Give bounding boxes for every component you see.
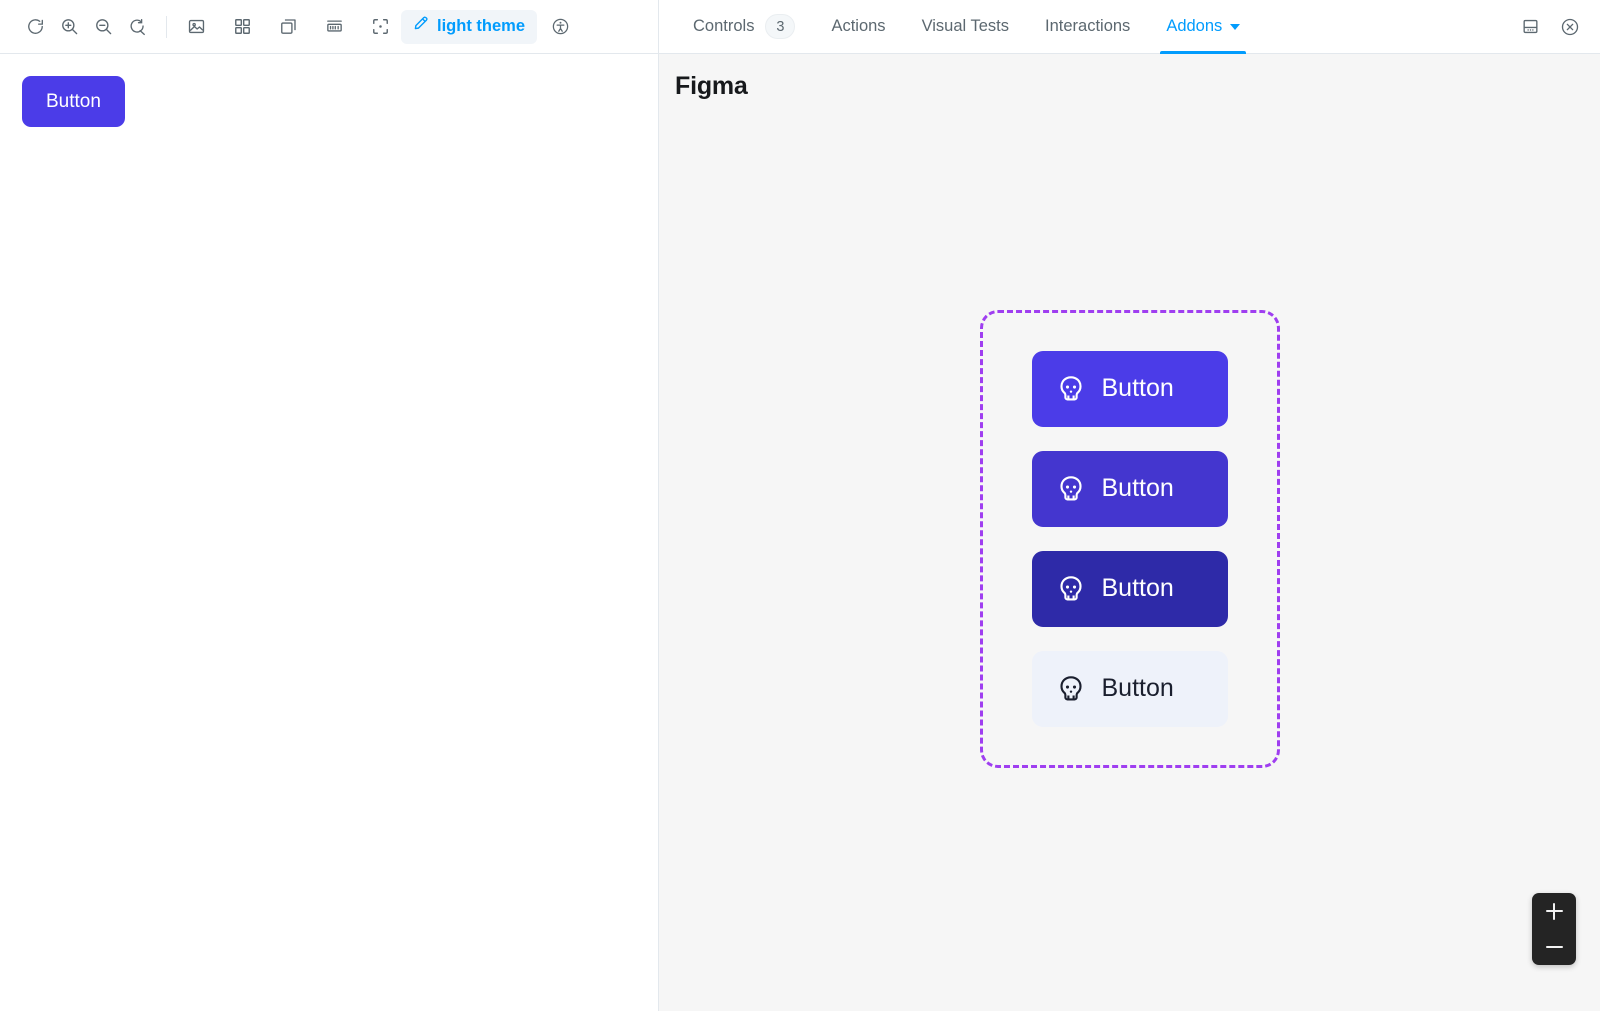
figma-frame: Button Button [979,309,1280,768]
preview-button[interactable]: Button [22,76,125,127]
story-preview: Button [0,54,659,1011]
tab-addons[interactable]: Addons [1148,0,1258,54]
tab-addons-label: Addons [1166,17,1223,36]
skull-icon [1056,574,1086,604]
main-body: Button Figma [0,54,1600,1011]
tab-interactions-label: Interactions [1045,17,1131,36]
figma-button-label: Button [1101,674,1174,702]
skull-icon [1056,374,1086,404]
tab-controls-badge: 3 [765,14,796,39]
tab-interactions[interactable]: Interactions [1027,0,1148,54]
minus-icon [1545,946,1563,948]
zoom-in-button[interactable] [1532,893,1576,929]
dock-position-icon[interactable] [1514,11,1546,43]
tab-controls[interactable]: Controls 3 [675,0,813,54]
figma-button-label: Button [1101,374,1174,402]
skull-icon [1056,474,1086,504]
focus-selection-icon[interactable] [363,10,397,44]
plus-icon [1545,902,1563,920]
grid-icon[interactable] [225,10,259,44]
figma-button-active[interactable]: Button [1031,550,1228,627]
theme-toggle-label: light theme [437,17,526,36]
figma-button-secondary[interactable]: Button [1031,650,1228,727]
tab-controls-label: Controls [693,17,755,36]
addon-tab-bar: Controls 3 Actions Visual Tests Interact… [659,0,1600,54]
copy-layers-icon[interactable] [271,10,305,44]
zoom-reset-icon[interactable] [120,10,154,44]
remount-icon[interactable] [18,10,52,44]
paintbrush-icon [411,15,429,38]
zoom-in-icon[interactable] [52,10,86,44]
top-bar: light theme Controls 3 Actions Visual Te… [0,0,1600,54]
theme-toggle-button[interactable]: light theme [401,9,538,44]
skull-icon [1056,674,1086,704]
tab-actions-label: Actions [831,17,886,36]
tab-visual-tests-label: Visual Tests [921,17,1010,36]
measure-ruler-icon[interactable] [317,10,351,44]
figma-stage: Button Button [659,54,1600,1011]
preview-toolbar: light theme [0,0,659,53]
panel-title: Figma [675,72,748,100]
figma-button-label: Button [1101,574,1174,602]
figma-button-primary[interactable]: Button [1031,350,1228,427]
zoom-controls [1532,893,1576,965]
figma-button-label: Button [1101,474,1174,502]
figma-addon-panel: Figma Button [659,54,1600,1011]
panel-actions [1514,11,1600,43]
zoom-out-button[interactable] [1532,929,1576,965]
toolbar-divider [166,15,167,38]
close-panel-icon[interactable] [1554,11,1586,43]
chevron-down-icon [1230,23,1241,30]
background-image-icon[interactable] [179,10,213,44]
figma-button-hover[interactable]: Button [1031,450,1228,527]
tab-actions[interactable]: Actions [813,0,903,54]
zoom-out-icon[interactable] [86,10,120,44]
accessibility-icon[interactable] [543,10,577,44]
tab-visual-tests[interactable]: Visual Tests [904,0,1027,54]
